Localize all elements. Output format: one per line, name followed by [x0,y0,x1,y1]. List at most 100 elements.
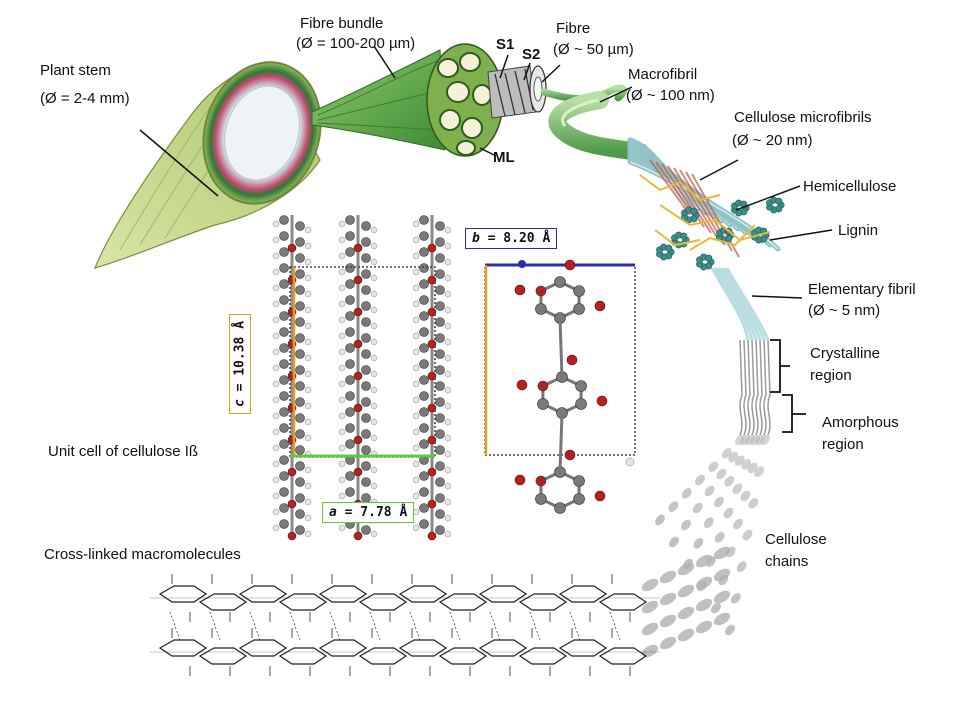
sugar-ring [198,593,248,611]
carbon-atom [361,237,371,247]
elementary-fibril-strand [716,267,758,341]
carbon-atom [419,279,429,289]
param-b-symbol: b [472,231,480,246]
hydrogen-atom [444,274,452,282]
hydrogen-atom [338,332,346,340]
hydrogen-atom [272,428,280,436]
carbon-atom [419,311,429,321]
hydrogen-atom [444,434,452,442]
hydrogen-atom [304,338,312,346]
fibre-bundle-diameter: (Ø = 100-200 µm) [296,35,416,52]
hydrogen-atom [304,418,312,426]
cellulose-chain-end-unit [695,598,713,612]
oxygen-atom [427,307,437,317]
cellulose-chain-unit [760,434,770,446]
hydrogen-atom [338,396,346,404]
sugar-ring [478,585,528,603]
crystalline-label-line2: region [810,367,852,384]
hemicellulose-subunit [665,244,673,252]
carbon-atom [279,295,289,305]
axis-b-marker [518,260,526,268]
hydrogen-atom [444,370,452,378]
lignin-leader [769,229,833,241]
oxygen-atom [353,403,363,413]
carbon-atom [279,471,289,481]
glycosidic-bond [558,317,564,379]
sugar-ring [598,593,648,611]
hydrogen-atom [412,476,420,484]
hydrogen-atom [304,482,312,490]
hydrogen-atom [338,492,346,500]
carbon-atom [279,439,289,449]
ring-oxygen-atom [535,285,547,297]
hemicellulose-strands [656,196,785,271]
hydrogen-atom [444,418,452,426]
carbon-atom [435,429,445,439]
cellulose-chain-end-unit [641,622,659,636]
hemicellulose-subunit [680,232,688,240]
lignin-strand [654,229,701,247]
hydrogen-atom [338,300,346,308]
carbon-atom [435,253,445,263]
carbon-atom [435,237,445,247]
substituent-oxygen-atom [594,490,606,502]
elementary-fibril-leader [751,295,803,299]
fibre [487,65,547,119]
carbon-atom [279,231,289,241]
carbon-atom [419,247,429,257]
fibre-bundle-label: Fibre bundle [300,15,384,32]
crystalline-label: Crystalline [810,345,881,362]
hydrogen-atom [370,322,378,330]
plant-stem [93,61,322,269]
microfibril-red-strand [673,167,719,240]
hydrogen-atom [272,524,280,532]
crystalline-chain [751,339,755,436]
hemicellulose-subunit [690,207,698,215]
hydrogen-atom [444,482,452,490]
sugar-ring [158,585,208,603]
sugar-ring [558,585,608,603]
carbon-atom [295,317,305,327]
hydrogen-atom [370,274,378,282]
oxygen-atom [353,531,363,541]
carbon-atom [435,525,445,535]
hydrogen-atom [444,290,452,298]
hydrogen-atom [444,514,452,522]
hydrogen-atom [370,434,378,442]
cellulose-chain-unit [711,602,721,614]
oxygen-atom [287,499,297,509]
hydrogen-atom [370,306,378,314]
hydrogen-atom [412,428,420,436]
crystalline-chain [747,339,751,436]
carbon-atom [279,279,289,289]
oxygen-atom [353,307,363,317]
hydrogen-atom [272,460,280,468]
hydrogen-atom [272,348,280,356]
oxygen-atom [353,339,363,349]
param-b-value: = 8.20 Å [479,231,551,246]
carbon-atom [435,381,445,391]
carbon-atom [419,359,429,369]
hydrogen-atom [304,434,312,442]
cellulose-chain-unit [742,529,753,541]
ml-label: ML [493,149,515,166]
macrofibril-leader [599,86,633,103]
carbon-atom [419,215,429,225]
hydrogen-atom [338,444,346,452]
carbon-atom [345,391,355,401]
cellulose-chains-label: Cellulose [765,531,827,548]
carbon-atom [345,279,355,289]
carbon-atom [419,343,429,353]
ring-carbon-atom [575,380,587,392]
carbon-atom [435,397,445,407]
oxygen-atom [353,371,363,381]
cross-linked-label: Cross-linked macromolecules [44,546,241,563]
hydrogen-atom [412,444,420,452]
cellulose-chain-end-unit [659,592,677,606]
ring-carbon-atom [535,303,547,315]
carbon-atom [361,349,371,359]
hydrogen-atom [625,457,635,467]
carbon-atom [361,445,371,455]
unit-cell-label: Unit cell of cellulose Iß [48,443,199,460]
